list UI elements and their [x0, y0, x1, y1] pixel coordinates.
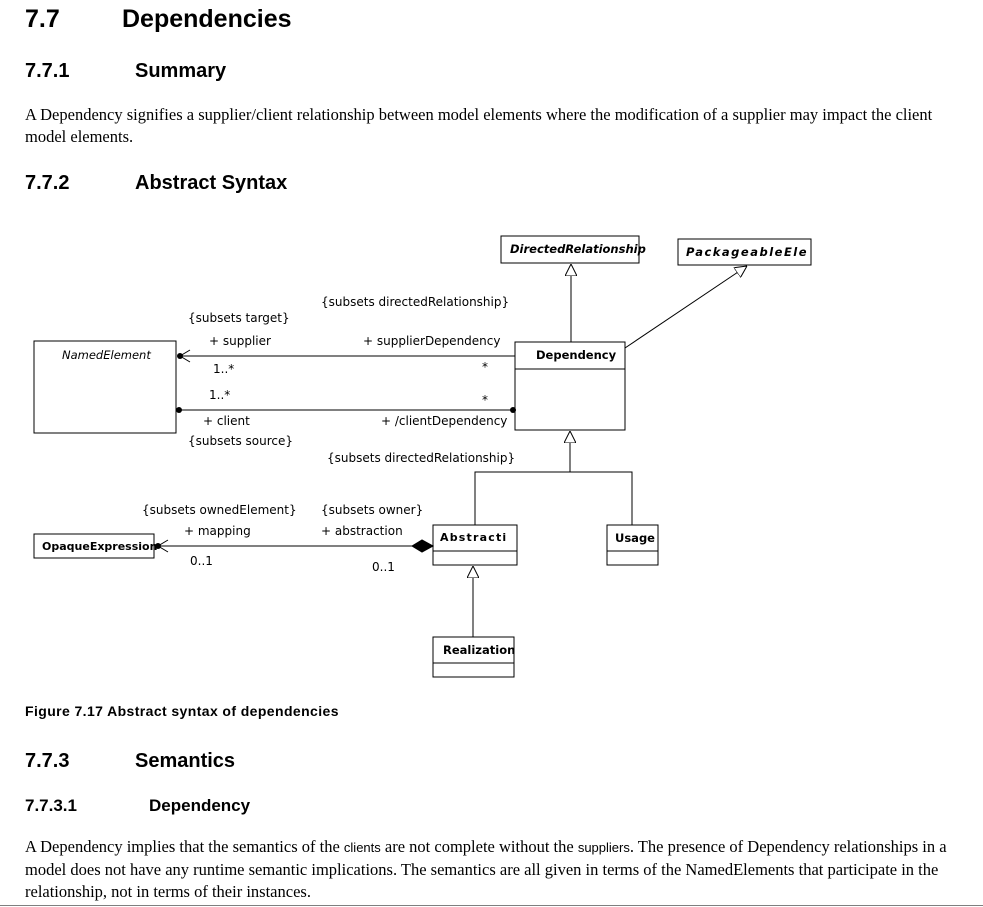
- dependency-subsection-number: 7.7.3.1: [25, 796, 77, 815]
- class-directed-relationship: [500, 235, 640, 264]
- semantics-number: 7.7.3: [25, 750, 70, 772]
- label-subsets-owned-element: {subsets ownedElement}: [142, 503, 297, 517]
- label-subsets-owner: {subsets owner}: [321, 503, 424, 517]
- label-client-multiplicity: 1..*: [209, 388, 231, 402]
- class-realization: [432, 636, 515, 678]
- generalization-tree-to-dependency: [474, 471, 633, 525]
- section-title: Dependencies: [122, 5, 292, 33]
- label-client-dependency-multiplicity: *: [482, 393, 488, 407]
- section-number: 7.7: [25, 5, 60, 33]
- label-subsets-directed-relationship-bottom: {subsets directedRelationship}: [327, 451, 516, 465]
- label-mapping-multiplicity: 0..1: [190, 554, 213, 568]
- client-ownership-dot-left: [176, 407, 182, 413]
- dependency-subsection-title: Dependency: [149, 796, 251, 815]
- class-opaque-expression: [33, 533, 155, 559]
- class-named-element: [33, 340, 177, 434]
- label-abstraction-role: + abstraction: [321, 524, 403, 538]
- summary-paragraph: A Dependency signifies a supplier/client…: [25, 105, 933, 146]
- class-name-realization: Realization: [443, 643, 516, 657]
- term-suppliers: suppliers: [577, 840, 630, 855]
- class-name-directed-relationship: DirectedRelationship: [510, 242, 646, 256]
- class-name-named-element: NamedElement: [62, 348, 151, 362]
- abstract-syntax-title: Abstract Syntax: [135, 172, 288, 194]
- class-name-usage: Usage: [615, 531, 655, 545]
- summary-number: 7.7.1: [25, 60, 70, 82]
- dependency-paragraph: A Dependency implies that the semantics …: [25, 836, 960, 903]
- client-ownership-dot-right: [510, 407, 516, 413]
- dependency-text-1: A Dependency implies that the semantics …: [25, 837, 344, 856]
- label-subsets-directed-relationship-top: {subsets directedRelationship}: [321, 295, 510, 309]
- term-clients: clients: [343, 840, 381, 855]
- label-subsets-target: {subsets target}: [188, 311, 290, 325]
- label-mapping-role: + mapping: [184, 524, 251, 538]
- composition-diamond: [411, 539, 435, 553]
- label-client-dependency-role: + /clientDependency: [381, 414, 508, 428]
- dependency-text-2: are not complete without the: [380, 837, 578, 856]
- label-abstraction-multiplicity: 0..1: [372, 560, 395, 574]
- mapping-navigation-arrow: [157, 539, 169, 553]
- abstract-syntax-number: 7.7.2: [25, 172, 70, 194]
- supplier-navigation-arrow: [179, 349, 191, 363]
- generalization-dependency-to-packageable-element: [624, 266, 747, 349]
- semantics-title: Semantics: [135, 750, 236, 772]
- class-name-abstraction: Abstracti: [440, 531, 508, 544]
- class-dependency: [514, 341, 626, 431]
- label-supplier-role: + supplier: [209, 334, 271, 348]
- page-bottom-rule: [0, 905, 983, 906]
- label-supplier-multiplicity: 1..*: [213, 362, 235, 376]
- label-subsets-source: {subsets source}: [188, 434, 293, 448]
- summary-title: Summary: [135, 60, 227, 82]
- class-name-dependency: Dependency: [536, 348, 617, 362]
- label-client-role: + client: [203, 414, 250, 428]
- dependency-text-3: . The presence of Dependency relationshi…: [25, 837, 947, 901]
- figure-caption: Figure 7.17 Abstract syntax of dependenc…: [25, 703, 339, 719]
- label-supplier-dependency-role: + supplierDependency: [363, 334, 501, 348]
- class-packageable-element: [677, 238, 812, 266]
- label-supplier-dependency-multiplicity: *: [482, 360, 488, 374]
- class-abstraction: [432, 524, 518, 566]
- class-name-opaque-expression: OpaqueExpression: [42, 540, 158, 553]
- class-usage: [606, 524, 659, 566]
- class-name-packageable-element: PackageableEle: [686, 245, 809, 259]
